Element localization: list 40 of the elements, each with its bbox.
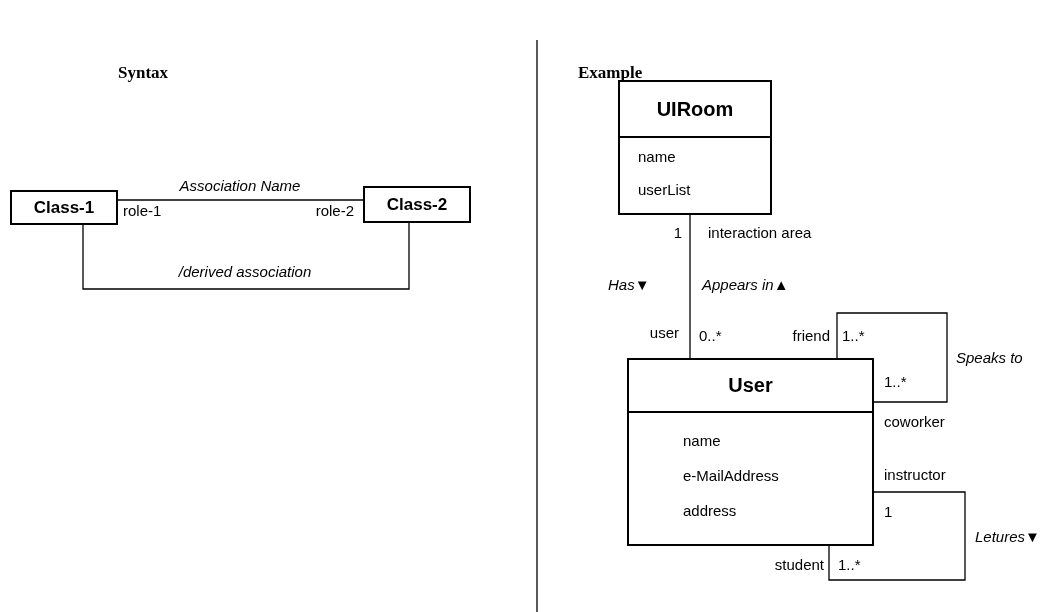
role-label: 1..* xyxy=(884,373,907,391)
role-label: 1..* xyxy=(842,327,865,345)
association-line xyxy=(828,491,966,581)
role-label: role-1 xyxy=(123,202,162,220)
association-name: /derived association xyxy=(178,263,312,281)
class-name: User xyxy=(728,374,773,397)
association-name: Speaks to xyxy=(956,349,1023,367)
association-name: Association Name xyxy=(179,177,301,195)
role-label: 1 xyxy=(884,503,893,521)
role-label: user xyxy=(649,324,679,342)
section-heading: Syntax xyxy=(118,64,169,82)
role-label: 1..* xyxy=(838,556,861,574)
association-line xyxy=(689,214,691,359)
association-name: Letures▼ xyxy=(975,528,1040,546)
class-box xyxy=(618,80,772,215)
attribute-text: userList xyxy=(638,181,691,199)
role-label: friend xyxy=(792,327,830,345)
role-label: coworker xyxy=(884,413,945,431)
role-label: role-2 xyxy=(315,202,354,220)
association-line xyxy=(836,312,948,403)
section-heading: Example xyxy=(578,64,643,82)
association-name: Appears in▲ xyxy=(702,276,789,294)
association-name: Has▼ xyxy=(608,276,650,294)
attribute-text: name xyxy=(683,432,721,450)
class-name: Class-2 xyxy=(386,194,448,215)
class-name: UIRoom xyxy=(656,97,734,121)
role-label: 1 xyxy=(673,224,682,242)
attribute-text: e-MailAddress xyxy=(683,467,779,485)
class-box xyxy=(10,190,118,225)
association-line xyxy=(82,222,410,290)
class-name: Class-1 xyxy=(33,197,95,218)
role-label: instructor xyxy=(884,466,946,484)
class-box xyxy=(627,358,874,546)
attribute-text: address xyxy=(683,502,737,520)
role-label: 0..* xyxy=(699,327,722,345)
attribute-text: name xyxy=(638,148,676,166)
association-line xyxy=(117,199,364,201)
role-label: student xyxy=(774,556,824,574)
role-label: interaction area xyxy=(708,224,812,242)
class-box xyxy=(363,186,471,223)
